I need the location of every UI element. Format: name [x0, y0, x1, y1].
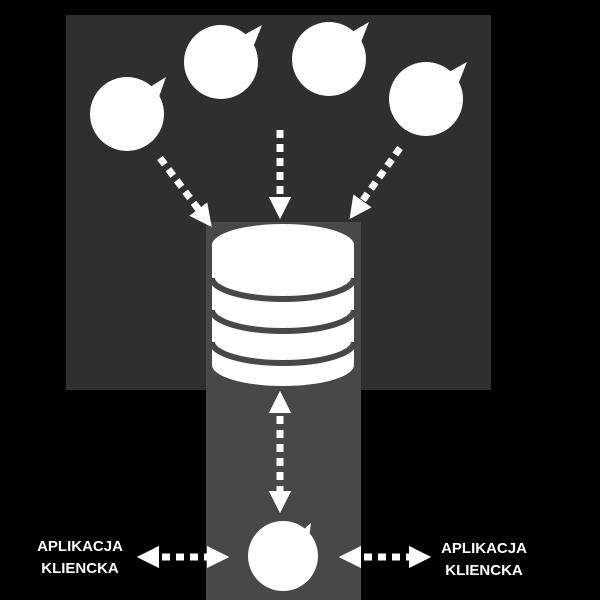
- client-app-label-left: APLIKACJA KLIENCKA: [20, 536, 140, 580]
- client-label-line1: APLIKACJA: [441, 540, 527, 557]
- speech-bubble-circle-icon: [292, 22, 366, 96]
- source-node-2: [184, 25, 262, 99]
- database-cylinder-icon: [209, 224, 357, 386]
- source-node-1: [90, 77, 166, 151]
- source-node-3: [292, 22, 369, 96]
- speech-bubble-circle-icon: [90, 77, 164, 151]
- speech-bubble-tail: [150, 77, 166, 97]
- speech-bubble-tail: [244, 25, 262, 45]
- source-node-4: [389, 62, 467, 136]
- server-node: [248, 521, 318, 591]
- client-app-label-right: APLIKACJA KLIENCKA: [424, 538, 544, 582]
- speech-bubble-tail: [352, 22, 369, 42]
- speech-bubble-circle-icon: [389, 62, 463, 136]
- client-label-line1: APLIKACJA: [37, 538, 123, 555]
- client-label-line2: KLIENCKA: [445, 562, 523, 579]
- dashed-arrow-down-icon: [349, 145, 403, 220]
- client-label-line2: KLIENCKA: [41, 560, 119, 577]
- speech-bubble-circle-icon: [184, 25, 258, 99]
- speech-bubble-tail: [449, 62, 467, 82]
- dashed-arrow-down-icon: [157, 155, 212, 227]
- speech-bubble-circle-icon: [248, 521, 318, 591]
- speech-bubble-tail: [302, 523, 311, 538]
